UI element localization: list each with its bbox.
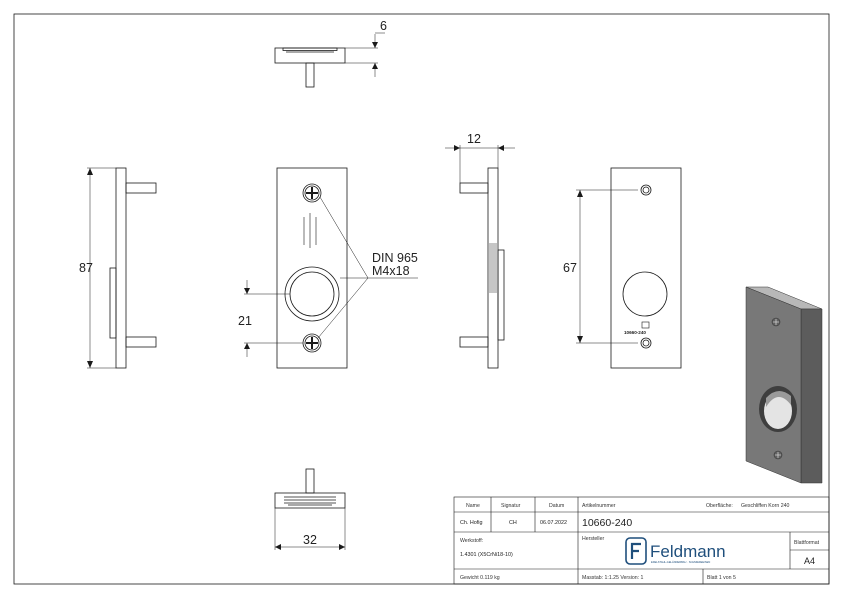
brand-tagline: EDELSTAHL-GELÄNDERBAU · SCHMIEDEEISEN <box>651 560 710 564</box>
isometric-render <box>745 286 823 484</box>
weight: Gewicht 0.119 kg <box>460 575 500 581</box>
top-view <box>274 32 385 88</box>
right-side-view <box>445 145 515 369</box>
signature-label: Signatur <box>501 503 521 509</box>
article-value: 10660-240 <box>582 517 632 529</box>
part-marking: 10660-240 <box>624 330 646 335</box>
dimension-side-depth: 12 <box>467 132 481 146</box>
date-label: Datum <box>549 503 564 509</box>
screw-callout-size: M4x18 <box>372 264 410 278</box>
dimension-hole-offset: 21 <box>238 314 252 328</box>
signature-value: CH <box>509 520 517 526</box>
left-side-view <box>87 167 157 369</box>
dimension-width: 32 <box>303 533 317 547</box>
material-value: 1.4301 (X5CrNi18-10) <box>460 552 513 558</box>
surface-label: Oberfläche: <box>706 503 733 509</box>
brand-name: Feldmann <box>650 542 726 561</box>
bottom-view <box>274 468 346 550</box>
front-view <box>244 167 418 369</box>
feldmann-logo <box>625 537 647 565</box>
date-value: 06.07.2022 <box>540 520 567 526</box>
sheet-format-label: Blattformat <box>794 540 820 546</box>
name-value: Ch. Hofig <box>460 520 482 526</box>
title-block <box>453 496 830 585</box>
scale-version: Masstab: 1:1.25 Version: 1 <box>582 575 644 581</box>
drawing-frame <box>13 13 830 585</box>
dimension-hole-spacing: 67 <box>563 261 577 275</box>
back-view <box>576 167 682 369</box>
dimension-height: 87 <box>79 261 93 275</box>
dimension-thickness: 6 <box>380 19 387 33</box>
surface-value: Geschliffen Korn 240 <box>741 503 789 509</box>
material-label: Werkstoff: <box>460 538 483 544</box>
manufacturer-label: Hersteller <box>582 536 604 542</box>
sheet-format-value: A4 <box>804 556 815 566</box>
screw-callout-standard: DIN 965 <box>372 251 418 265</box>
name-label: Name <box>466 503 480 509</box>
sheet-number: Blatt 1 von 5 <box>707 575 736 581</box>
article-label: Artikelnummer <box>582 503 616 509</box>
